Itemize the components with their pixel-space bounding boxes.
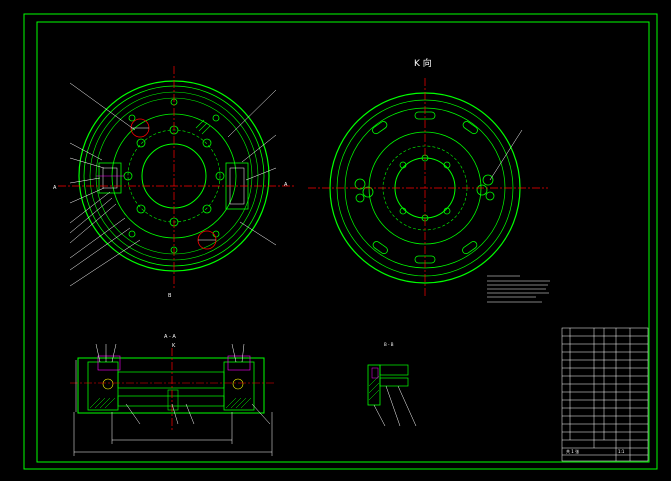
inner-frame [36,21,650,463]
section-bb-label: B - B [384,342,394,347]
section-a-left-label: A [53,185,57,191]
view-k-label: K 向 [414,57,432,69]
k-arrow-label: K [172,343,176,349]
title-block-sheet: 共 1 张 [566,448,579,454]
b-mark-label: B [168,293,172,299]
front-view [58,66,296,290]
section-aa-label: A - A [164,334,176,340]
section-a-right-label: A [284,182,288,188]
section-aa-view [70,343,275,456]
title-block [561,327,649,462]
section-bb-view [367,364,417,427]
technical-notes [487,275,550,303]
k-view [308,78,548,298]
title-block-scale: 1:1 [618,449,625,454]
outer-frame [23,13,658,470]
